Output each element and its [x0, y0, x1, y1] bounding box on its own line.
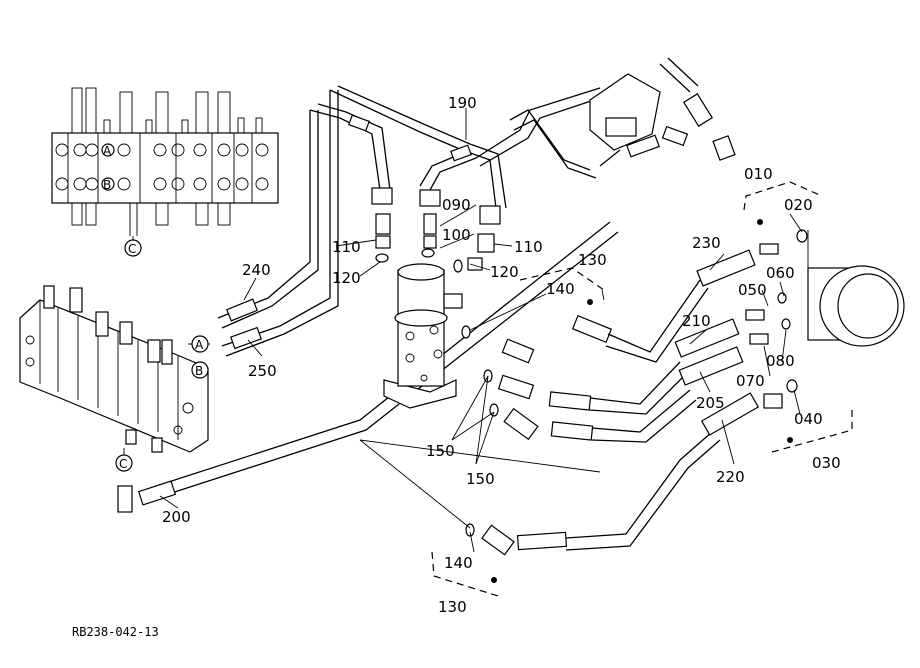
callout-100: 100 [442, 226, 471, 244]
callout-130-upper: 130 [578, 251, 607, 269]
callout-140-lower: 140 [444, 554, 473, 572]
callout-210: 210 [682, 312, 711, 330]
fittings-center [461, 219, 793, 583]
callout-090: 090 [442, 196, 471, 214]
port-label-a-valve: A [195, 338, 204, 352]
callout-140-upper: 140 [546, 280, 575, 298]
group-outline-030 [771, 408, 853, 453]
callout-120-left: 120 [332, 269, 361, 287]
travel-motor [807, 230, 905, 347]
callout-150-lower: 150 [466, 470, 495, 488]
figure-reference: RB238-042-13 [72, 625, 159, 639]
port-marker-b-valve [191, 361, 209, 379]
port-marker-a-valve [191, 335, 209, 353]
callout-040: 040 [794, 410, 823, 428]
port-marker-c-valve [115, 454, 133, 472]
swivel-joint [383, 263, 463, 409]
callout-150-upper: 150 [426, 442, 455, 460]
group-outline-010 [743, 181, 823, 211]
callout-205: 205 [696, 394, 725, 412]
hoses-motor [516, 229, 808, 551]
callout-110-right: 110 [514, 238, 543, 256]
port-label-c-top: C [128, 242, 136, 256]
callout-250: 250 [248, 362, 277, 380]
port-marker-b-top [101, 177, 115, 191]
hoses-valve [137, 90, 619, 506]
callout-050: 050 [738, 281, 767, 299]
port-marker-a-top [101, 143, 115, 157]
callout-labels: 010 020 030 040 050 060 070 080 090 100 … [162, 94, 841, 616]
port-label-c-valve: C [119, 457, 127, 471]
callout-240: 240 [242, 261, 271, 279]
port-label-b-valve: B [195, 364, 203, 378]
fitting-c [117, 485, 133, 513]
callout-220: 220 [716, 468, 745, 486]
pilot-valve [509, 57, 736, 179]
leader-lines [159, 108, 803, 553]
port-marker-c-top [124, 239, 142, 257]
group-outline-130-lower [431, 551, 499, 597]
callout-110-left: 110 [332, 238, 361, 256]
callout-120-right: 120 [490, 263, 519, 281]
pipes-190 [309, 85, 607, 225]
callout-010: 010 [744, 165, 773, 183]
fittings-top [375, 213, 495, 273]
callout-020: 020 [784, 196, 813, 214]
callout-060: 060 [766, 264, 795, 282]
group-outline-130-upper [519, 267, 605, 291]
callout-130-lower: 130 [438, 598, 467, 616]
callout-030: 030 [812, 454, 841, 472]
callout-070: 070 [736, 372, 765, 390]
callout-200: 200 [162, 508, 191, 526]
callout-190: 190 [448, 94, 477, 112]
port-label-a-top: A [103, 144, 112, 158]
callout-230: 230 [692, 234, 721, 252]
valve-schematic: A B C [51, 87, 279, 257]
control-valve-assembly: A B C [19, 285, 210, 513]
port-label-b-top: B [103, 178, 111, 192]
callout-080: 080 [766, 352, 795, 370]
